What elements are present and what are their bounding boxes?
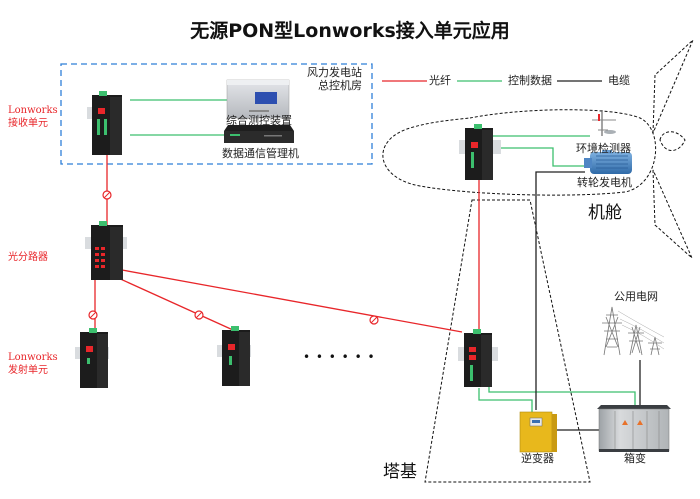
page-title: 无源PON型Lonworks接入单元应用	[190, 20, 510, 42]
control-room-boundary	[60, 63, 373, 165]
grid-label: 公用电网	[614, 290, 658, 303]
lonworks-transmitter-device	[75, 328, 109, 388]
environment-detector-label: 环境检测器	[576, 142, 631, 155]
rotor-hub	[659, 131, 686, 151]
legend-fiber-label: 光纤	[429, 74, 451, 87]
fiber-connectors	[88, 190, 379, 325]
nacelle-label: 机舱	[588, 203, 622, 223]
legend-control-label: 控制数据	[508, 74, 552, 87]
integrated-control-device-label: 综合测控装置	[226, 114, 292, 127]
nacelle-outline	[382, 109, 656, 196]
integrated-control-device	[226, 79, 290, 119]
more-devices-ellipsis: • • • • • •	[303, 350, 376, 364]
control-room-label-line2: 总控机房	[318, 79, 362, 92]
power-grid-towers	[602, 306, 665, 356]
cable-links	[535, 171, 641, 431]
rotor-blade-bottom	[652, 169, 693, 259]
generator-label: 转轮发电机	[577, 176, 632, 189]
lonworks-transmitter-device	[217, 326, 251, 386]
data-communication-manager-device	[224, 125, 294, 143]
box-substation-device	[597, 405, 671, 452]
nacelle-lonworks-device	[459, 124, 501, 180]
rotor-blade-top	[652, 39, 694, 134]
optical-splitter-device	[85, 221, 127, 280]
lonworks-receiver-device	[87, 91, 122, 155]
control-room-label-line1: 风力发电站	[307, 66, 362, 79]
fiber-connector-marker	[194, 310, 204, 320]
fiber-connector-marker	[102, 190, 112, 200]
data-communication-manager-label: 数据通信管理机	[222, 147, 299, 160]
tower-outline	[424, 199, 591, 483]
legend-cable-label: 电缆	[608, 74, 630, 87]
tower-lonworks-device	[458, 329, 498, 387]
fiber-connector-marker	[369, 315, 379, 325]
fiber-links	[94, 150, 480, 333]
inverter-device	[519, 411, 557, 453]
tower-base-label: 塔基	[383, 462, 417, 482]
control-links	[130, 99, 636, 415]
substation-label: 箱变	[624, 452, 646, 465]
transmitter-label-line1: Lonworks	[8, 352, 58, 363]
receiver-label-line1: Lonworks	[8, 105, 58, 116]
fiber-connector-marker	[88, 310, 98, 320]
transmitter-label-line2: 发射单元	[8, 365, 48, 376]
inverter-label: 逆变器	[521, 452, 554, 465]
receiver-label-line2: 接收单元	[8, 118, 48, 129]
generator-motor-device	[584, 150, 632, 174]
environment-detector-device	[592, 110, 616, 136]
splitter-label: 光分路器	[8, 252, 48, 263]
